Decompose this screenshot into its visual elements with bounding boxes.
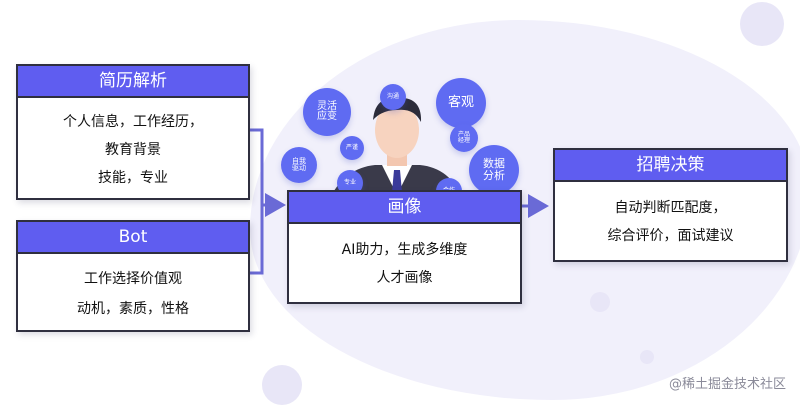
- portrait-line: 人才画像: [376, 270, 433, 286]
- bubble-flexible: 灵活应变: [303, 88, 351, 136]
- decor-dot: [262, 365, 302, 405]
- bubble-data-analysis: 数据分析: [469, 145, 519, 195]
- bot-line: 工作选择价值观: [84, 271, 182, 287]
- decision-line: 自动判断匹配度，: [614, 200, 727, 216]
- bubble-small: 自我驱动: [281, 147, 317, 183]
- bubble-objective: 客观: [436, 78, 486, 128]
- decision-line: 综合评价，面试建议: [607, 228, 734, 244]
- decision-card: 招聘决策 自动判断匹配度， 综合评价，面试建议: [553, 148, 788, 262]
- portrait-card-title: 画像: [289, 192, 520, 224]
- bot-card: Bot 工作选择价值观 动机，素质，性格: [16, 220, 250, 332]
- decor-dot: [740, 2, 784, 46]
- resume-card: 简历解析 个人信息，工作经历， 教育背景 技能，专业: [16, 64, 250, 200]
- resume-line: 教育背景: [105, 142, 161, 158]
- decision-card-title: 招聘决策: [555, 150, 786, 182]
- portrait-line: AI助力，生成多维度: [341, 242, 468, 258]
- watermark: @稀土掘金技术社区: [668, 377, 786, 392]
- resume-card-title: 简历解析: [18, 66, 248, 98]
- bot-card-title: Bot: [18, 222, 248, 254]
- person-illustration: [330, 97, 462, 198]
- bubble-small: 产品经理: [450, 124, 478, 152]
- bracket-connector: [248, 128, 264, 275]
- decor-dot: [590, 292, 610, 312]
- bot-line: 动机，素质，性格: [77, 301, 189, 317]
- bubble-small: 严谨: [340, 136, 364, 160]
- bubble-small: 沟通: [380, 84, 406, 110]
- portrait-card: 画像 AI助力，生成多维度 人才画像: [287, 190, 522, 304]
- resume-line: 技能，专业: [98, 170, 168, 186]
- resume-line: 个人信息，工作经历，: [63, 114, 203, 130]
- decor-dot: [640, 350, 654, 364]
